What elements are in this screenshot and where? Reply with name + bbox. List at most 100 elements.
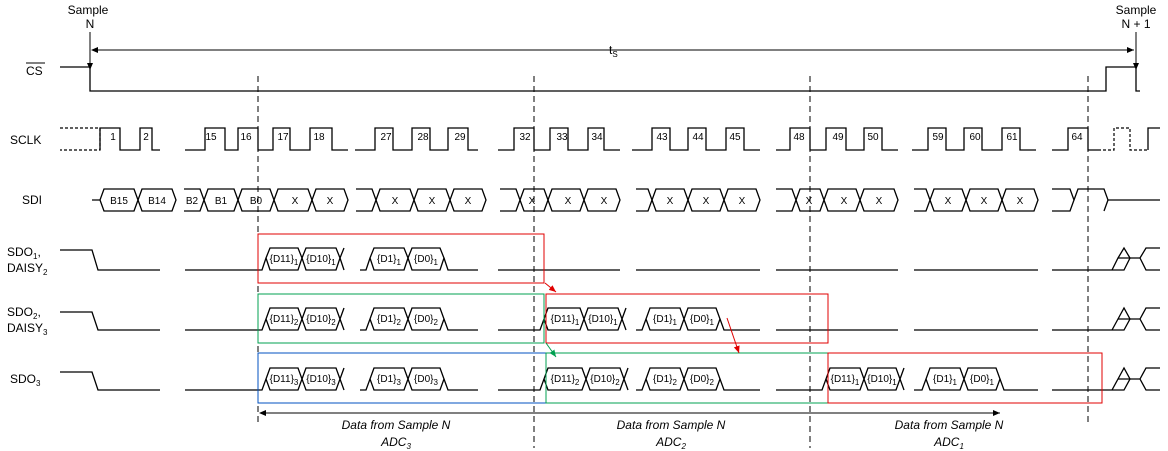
daisy2-label: DAISY2 [7, 261, 48, 277]
sclk-number: 18 [313, 132, 325, 143]
sample-n1-label-1: Sample [1116, 3, 1157, 17]
sdi-bit-label: X [981, 196, 988, 207]
sclk-number: 50 [867, 132, 879, 143]
sdo2-data-label: {D0}1 [690, 314, 714, 327]
frame-sdo3-green [545, 352, 829, 404]
sclk-number: 64 [1071, 132, 1083, 143]
sdi-waveform [92, 188, 1160, 212]
sdi-bit-label: X [945, 196, 952, 207]
sclk-number: 49 [832, 132, 844, 143]
sdo2-data-label: {D1}1 [653, 314, 677, 327]
sclk-number: 59 [932, 132, 944, 143]
caption-2-line1: Data from Sample N [617, 418, 726, 432]
sdo3-data-label: {D11}1 [831, 374, 860, 387]
sdi-bit-label: X [739, 196, 746, 207]
sclk-label: SCLK [10, 133, 41, 147]
sclk-number: 17 [277, 132, 289, 143]
sdo2-data-label: {D0}2 [414, 314, 438, 327]
sdi-label: SDI [22, 193, 42, 207]
sdo3-label: SDO3 [10, 372, 41, 388]
sample-n1-label-2: N + 1 [1121, 17, 1150, 31]
daisy3-label: DAISY3 [7, 321, 48, 337]
caption-1-line1: Data from Sample N [342, 418, 451, 432]
sclk-number: 44 [692, 132, 704, 143]
sclk-waveform [60, 127, 1160, 151]
sclk-number: 2 [143, 132, 149, 143]
sclk-number: 16 [240, 132, 252, 143]
sdi-bit-label: X [292, 196, 299, 207]
sdo3-data-label: {D0}2 [690, 374, 714, 387]
ts-label: tS [609, 43, 618, 59]
sdo3-data-label: {D10}3 [306, 374, 336, 387]
sdi-bit-label: X [667, 196, 674, 207]
caption-2-line2: ADC2 [655, 435, 686, 451]
sdo3-data-label: {D10}2 [590, 374, 620, 387]
sdo2-data-label: {D11}2 [270, 314, 299, 327]
sdo2-data-label: {D10}1 [588, 314, 618, 327]
sdo1-label: SDO1, [7, 245, 41, 261]
sdo3-data-label: {D1}2 [653, 374, 677, 387]
sdo1-data-label: {D11}1 [270, 254, 299, 267]
sdo1-data-label: {D0}1 [414, 254, 438, 267]
sdo3-data-label: {D0}1 [970, 374, 994, 387]
sdi-bit-label: X [465, 196, 472, 207]
sdo3-data-label: {D1}1 [933, 374, 957, 387]
sdo3-data-label: {D0}3 [414, 374, 438, 387]
sclk-number: 1 [110, 132, 116, 143]
sdi-bit-label: B2 [186, 196, 199, 207]
sclk-number: 48 [793, 132, 805, 143]
frame-sdo2-red [545, 293, 829, 344]
sdi-bit-label: X [392, 196, 399, 207]
sdo3-data-label: {D11}2 [551, 374, 580, 387]
sample-n-label-1: Sample [68, 3, 109, 17]
sdi-bit-label: B0 [250, 196, 263, 207]
shift-arrow-red-1 [544, 282, 557, 293]
sdo1-waveform [60, 246, 1160, 271]
sdi-bit-label: X [1017, 196, 1024, 207]
sdo3-data-label: {D11}3 [270, 374, 299, 387]
sdi-bit-label: X [876, 196, 883, 207]
caption-1-line2: ADC3 [380, 435, 411, 451]
sclk-number: 15 [205, 132, 217, 143]
shift-arrow-green [545, 342, 557, 358]
sdi-bit-label: X [327, 196, 334, 207]
sample-n-label-2: N [86, 17, 95, 31]
sclk-number: 27 [380, 132, 392, 143]
sclk-number: 29 [454, 132, 466, 143]
caption-3-line2: ADC1 [933, 435, 964, 451]
sdi-bit-label: B1 [215, 196, 228, 207]
sdo3-data-label: {D1}3 [377, 374, 401, 387]
sdo2-data-label: {D11}1 [551, 314, 580, 327]
sdi-bit-label: X [565, 196, 572, 207]
sdo-data-labels: {D11}1 {D10}1 {D1}1 {D0}1 {D11}2 {D10}2 {D1}2 {… [270, 254, 995, 387]
caption-3-line1: Data from Sample N [895, 418, 1004, 432]
sdo2-data-label: {D10}2 [306, 314, 336, 327]
sdi-bit-label: X [429, 196, 436, 207]
sdo3-waveform [60, 366, 1160, 391]
sclk-number: 34 [591, 132, 603, 143]
frame-sdo1-red [257, 233, 545, 284]
cs-label: CS [26, 64, 43, 78]
frame-sdo3-red [827, 352, 1103, 404]
sdi-bit-label: B14 [148, 196, 166, 207]
sdi-bit-label: B15 [110, 196, 128, 207]
shift-arrow-red-2 [726, 317, 740, 354]
sdo3-data-label: {D10}1 [867, 374, 897, 387]
sdo2-data-label: {D1}2 [377, 314, 401, 327]
sdi-bit-label: X [601, 196, 608, 207]
sclk-number: 61 [1006, 132, 1018, 143]
sclk-number: 45 [729, 132, 741, 143]
sdo1-data-label: {D1}1 [377, 254, 401, 267]
sclk-number: 32 [519, 132, 531, 143]
sclk-number: 28 [417, 132, 429, 143]
sdo2-label: SDO2, [7, 305, 41, 321]
sclk-number: 33 [556, 132, 568, 143]
sdi-bit-label: X [529, 196, 536, 207]
sclk-number: 43 [656, 132, 668, 143]
sdi-bit-label: X [806, 196, 813, 207]
sdo1-data-label: {D10}1 [306, 254, 336, 267]
sdi-bit-label: X [841, 196, 848, 207]
